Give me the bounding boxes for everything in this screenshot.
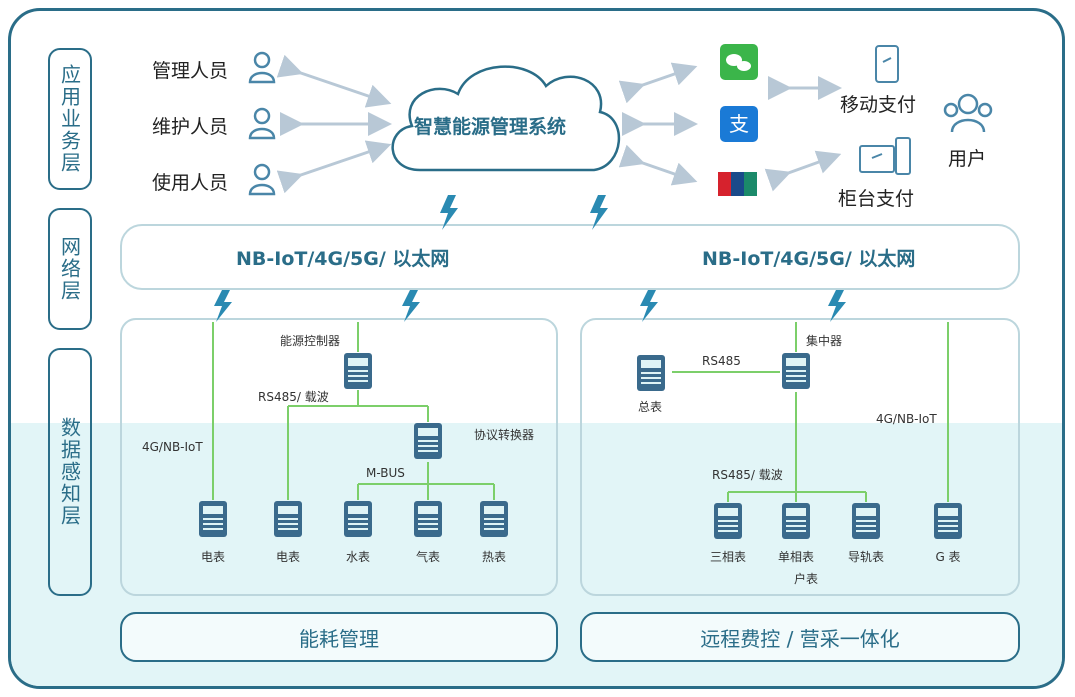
alipay-icon — [720, 106, 758, 142]
meter-label: 水表 — [345, 550, 370, 564]
counter-pay-label: 柜台支付 — [838, 188, 915, 210]
meter-label: 单相表 — [777, 550, 814, 564]
meter-label: G 表 — [935, 550, 961, 564]
svg-text:支: 支 — [729, 112, 749, 136]
layer-perception-label: 数据感知层 — [57, 417, 82, 527]
meter-label: 气表 — [415, 550, 440, 564]
total-meter-label: 总表 — [638, 400, 663, 414]
meter-label: 热表 — [481, 550, 506, 564]
layer-application: 应用业务层 — [48, 48, 92, 190]
role-maintenance: 维护人员 — [152, 116, 229, 138]
role-user: 使用人员 — [152, 172, 229, 194]
wireless-icons — [214, 195, 846, 322]
role-arrows — [276, 54, 842, 194]
meter-icon — [413, 500, 443, 538]
meter-icon — [713, 502, 743, 540]
person-icons — [248, 51, 276, 196]
network-bar — [120, 224, 1020, 290]
meter-icon — [198, 500, 228, 538]
left-nbiot-label: 4G/NB-IoT — [142, 440, 203, 454]
unionpay-icon — [718, 172, 757, 196]
meter-icon — [851, 502, 881, 540]
layer-network-label: 网络层 — [57, 236, 82, 302]
meter-label: 导轨表 — [847, 550, 884, 564]
protocol-converter-label: 协议转换器 — [474, 428, 535, 442]
meter-label: 电表 — [200, 550, 225, 564]
concentrator-icon — [781, 352, 811, 390]
mobile-phone-icon — [875, 45, 899, 83]
layer-perception: 数据感知层 — [48, 348, 92, 596]
network-label-right: NB-IoT/4G/5G/ 以太网 — [702, 248, 916, 270]
network-label-left: NB-IoT/4G/5G/ 以太网 — [236, 248, 450, 270]
protocol-converter-icon — [413, 422, 443, 460]
total-meter-icon — [636, 354, 666, 392]
right-nbiot-label: 4G/NB-IoT — [876, 412, 937, 426]
right-rs485-carrier-label: RS485/ 载波 — [712, 468, 783, 482]
meter-label: 三相表 — [709, 550, 746, 564]
concentrator-label: 集中器 — [806, 334, 843, 348]
meter-icon — [781, 502, 811, 540]
user-label: 用户 — [948, 148, 987, 170]
mbus-label: M-BUS — [366, 466, 405, 480]
energy-management-button[interactable]: 能耗管理 — [120, 612, 558, 662]
counter-terminal-icon — [859, 137, 911, 175]
users-group-icon — [943, 93, 993, 133]
cloud-shape — [391, 65, 621, 172]
role-admin: 管理人员 — [152, 60, 229, 82]
meter-icon — [479, 500, 509, 538]
right-wiring — [672, 322, 949, 502]
controller-label: 能源控制器 — [280, 334, 341, 348]
mobile-pay-label: 移动支付 — [840, 94, 917, 116]
left-rs485-label: RS485/ 载波 — [258, 390, 329, 404]
left-wiring — [212, 322, 495, 500]
layer-application-label: 应用业务层 — [57, 64, 82, 174]
meter-label: 电表 — [275, 550, 300, 564]
layer-network: 网络层 — [48, 208, 92, 330]
meter-icon — [343, 500, 373, 538]
household-meter-label: 户表 — [793, 572, 818, 586]
left-panel — [120, 318, 558, 596]
remote-billing-button[interactable]: 远程费控 / 营采一体化 — [580, 612, 1020, 662]
meter-icon — [933, 502, 963, 540]
energy-controller-icon — [343, 352, 373, 390]
cloud-label: 智慧能源管理系统 — [414, 116, 567, 138]
right-panel — [580, 318, 1020, 596]
right-rs485-label: RS485 — [702, 354, 741, 368]
meter-icon — [273, 500, 303, 538]
